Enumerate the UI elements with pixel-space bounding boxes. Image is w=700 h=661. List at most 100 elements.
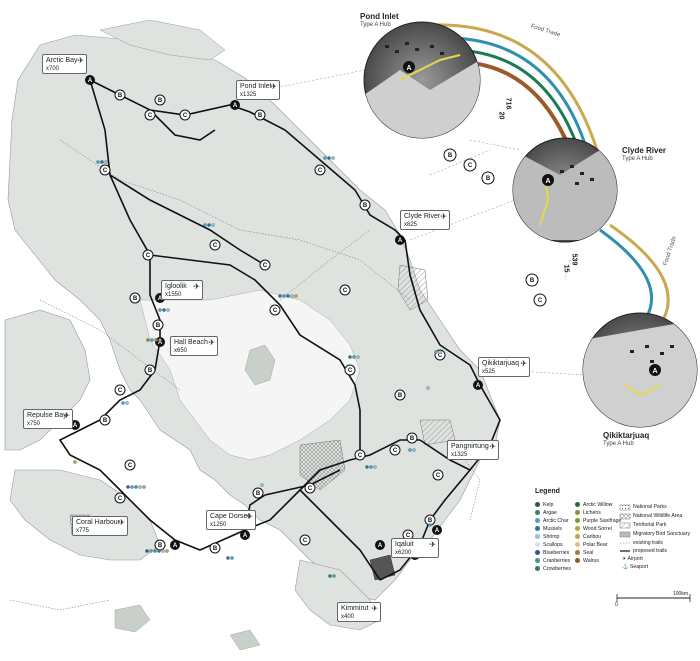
node-b: B [209,542,221,554]
tag-iqaluit[interactable]: Iqaluit x6200 ✈ [391,538,439,558]
svg-text:C: C [273,308,278,314]
node-c: C [354,449,366,461]
small-island-1 [244,344,276,386]
airport-icon: ✈ [371,604,378,613]
node-b: B [114,89,126,101]
svg-text:A: A [652,368,657,375]
node-a: A [375,540,385,550]
community-name: Pangnirtung [451,443,489,450]
svg-text:B: B [158,543,163,549]
legend-item: Argae [535,510,557,516]
community-population: x775 [76,528,90,534]
svg-text:C: C [348,368,353,374]
community-name: Clyde River [404,213,441,220]
bylot-land [99,19,226,61]
legend-area-swatches [619,504,631,552]
svg-text:C: C [318,168,323,174]
node-b: B [406,432,418,444]
tag-hall-beach[interactable]: Hall Beach x650 ✈ [170,336,218,356]
svg-text:C: C [146,253,151,259]
hub-title-clyde-river: Clyde River [622,146,667,155]
legend-swatch [575,502,580,508]
airport-icon: ✈ [208,338,215,347]
tag-igloolik[interactable]: Igloolik x1550 ✈ [161,280,203,300]
seaport-icon: ⚓ [622,564,630,570]
legend-item: Wood Sorrel [575,526,612,532]
node-c: C [209,239,221,251]
tag-cape-dorset[interactable]: Cape Dorset x1250 ✈ [206,510,256,530]
community-name: Qikiktarjuaq [482,360,519,367]
legend-swatch [535,550,540,556]
tag-repulse-bay[interactable]: Repulse Bay x750 ✈ [23,409,73,429]
legend-item: ⚓ Seaport [622,564,649,570]
node-b: B [252,487,264,499]
node-a: A [432,525,442,535]
svg-text:C: C [438,353,443,359]
svg-text:C: C [436,473,441,479]
scale-start: 0 [615,602,618,608]
svg-text:A: A [88,78,93,84]
legend-item: Lichens [575,510,601,516]
node-b: B [394,389,406,401]
node-b: B [525,273,539,287]
svg-text:C: C [118,388,123,394]
community-population: x1550 [165,292,182,298]
node-b: B [481,171,495,185]
node-a: A [240,530,250,540]
svg-text:A: A [476,383,481,389]
svg-text:B: B [148,368,153,374]
svg-text:C: C [148,113,153,119]
node-c: C [269,304,281,316]
node-c: C [144,109,156,121]
legend-swatch [535,558,540,564]
legend-item: Arctic Willow [575,502,612,508]
community-population: x750 [27,421,41,427]
svg-text:B: B [103,418,108,424]
tag-arctic-bay[interactable]: Arctic Bay x700 ✈ [42,54,87,74]
community-population: x1250 [210,522,227,528]
legend-item: Blueberries [535,550,569,556]
airport-icon: ✈ [622,556,628,562]
tag-kimmirut[interactable]: Kimmirut x400 ✈ [337,602,381,622]
legend-swatch [575,558,580,564]
svg-text:C: C [118,496,123,502]
legend-item: Arctic Char [535,518,569,524]
community-population: x650 [174,348,188,354]
node-c: C [339,284,351,296]
tag-pond-inlet[interactable]: Pond Inlet x1325 ✈ [236,80,280,100]
community-name: Pond Inlet [240,83,272,90]
svg-text:C: C [343,288,348,294]
node-c: C [402,529,414,541]
tag-coral-harbour[interactable]: Coral Harbour x775 ✈ [72,516,128,536]
node-c: C [179,109,191,121]
svg-text:B: B [428,518,433,524]
tag-pangnirtung[interactable]: Pangnirtung x1325 ✈ [447,440,499,460]
legend-swatch [535,534,540,540]
node-c: C [299,534,311,546]
node-c: C [432,469,444,481]
community-name: Arctic Bay [46,57,78,64]
svg-text:A: A [73,423,78,429]
legend-item: Shrimp [535,534,559,540]
distance-km-1: 716 [504,97,512,110]
airport-icon: ✈ [429,540,436,549]
community-population: x6200 [395,550,412,556]
tag-qikiktarjuaq[interactable]: Qikiktarjuaq x525 ✈ [478,357,530,377]
node-b: B [254,109,266,121]
svg-text:B: B [448,153,453,159]
node-c: C [463,158,477,172]
hub-aerial-pond-inlet: A [363,21,481,139]
airport-icon: ✈ [520,359,527,368]
node-c: C [344,364,356,376]
node-c: C [304,482,316,494]
resource-dots [73,156,442,578]
svg-text:A: A [545,178,550,185]
node-c: C [124,459,136,471]
legend-swatch [535,542,540,548]
airport-icon: ✈ [63,411,70,420]
svg-text:B: B [398,393,403,399]
legend-item: Seal [575,550,593,556]
tag-clyde-river[interactable]: Clyde River x825 ✈ [400,210,450,230]
svg-text:A: A [233,103,238,109]
